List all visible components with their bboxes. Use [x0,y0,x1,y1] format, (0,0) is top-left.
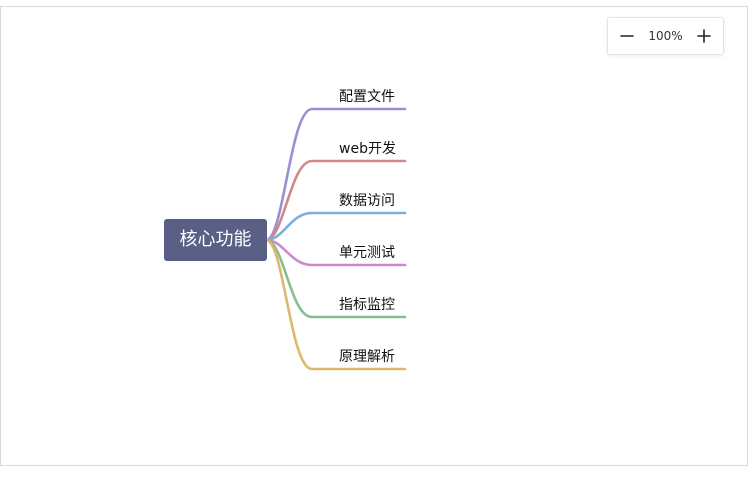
branch-node-label[interactable]: 配置文件 [339,89,395,105]
zoom-level: 100% [648,29,683,43]
branch-node-label[interactable]: 指标监控 [339,297,395,313]
zoom-control: 100% [607,17,724,55]
mindmap-canvas[interactable] [0,6,748,466]
branch-connector [264,107,407,242]
branch-node-label[interactable]: 单元测试 [339,245,395,261]
branch-connector [264,211,407,242]
zoom-in-button[interactable] [695,27,713,45]
branch-node-label[interactable]: web开发 [339,141,396,157]
branch-connector [264,238,407,371]
minus-icon [620,35,634,37]
root-node-label: 核心功能 [179,229,252,250]
branch-node-label[interactable]: 数据访问 [339,193,395,209]
branch-connector [264,238,407,267]
branch-node-label[interactable]: 原理解析 [339,349,395,365]
plus-icon [697,29,711,43]
zoom-out-button[interactable] [618,27,636,45]
root-node[interactable]: 核心功能 [164,219,267,261]
branch-connector [264,159,407,242]
